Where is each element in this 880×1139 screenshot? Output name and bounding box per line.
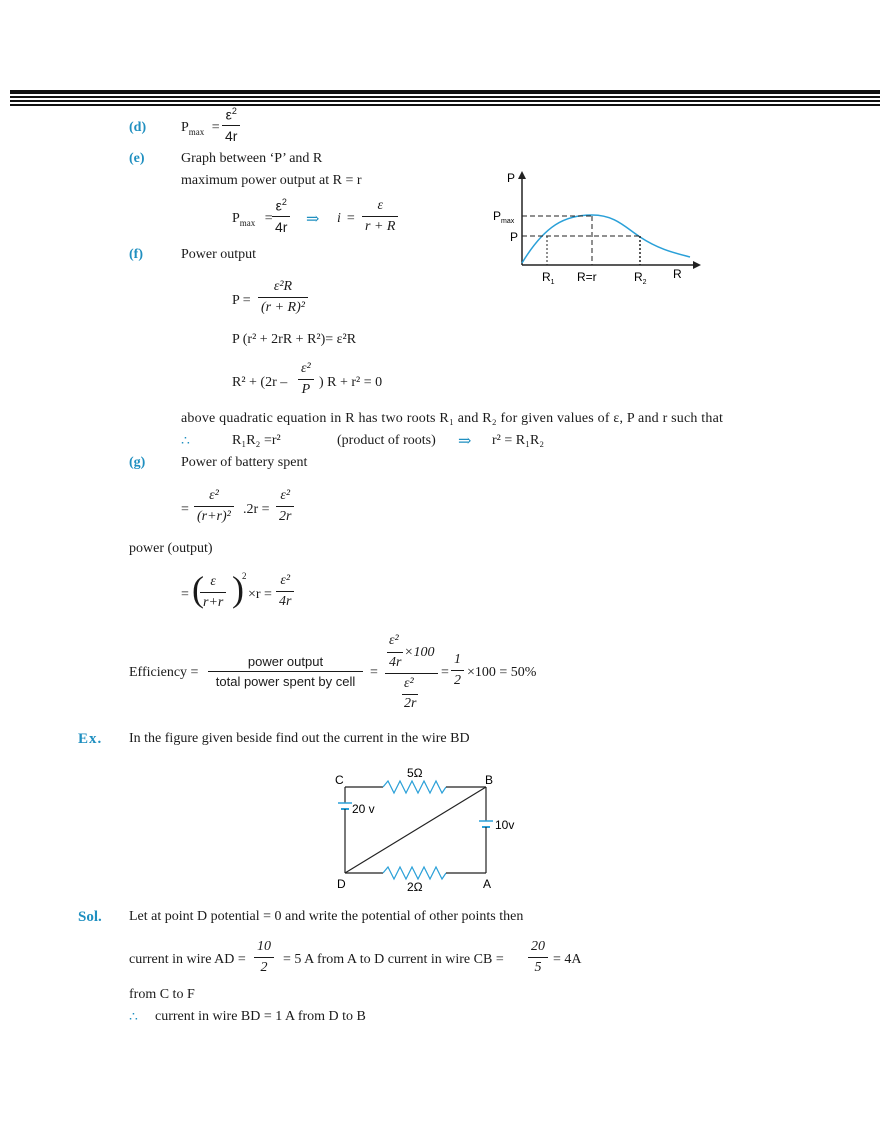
efficiency-result: ×100 = 50%	[467, 665, 537, 680]
battery-right-label: 10v	[495, 818, 514, 832]
power-output-label: power (output)	[129, 541, 213, 556]
part-f-roots: above quadratic equation in R has two ro…	[181, 411, 724, 426]
eff-inner-den-bar	[402, 694, 418, 695]
g-eq1: =	[181, 502, 189, 517]
part-f-title: Power output	[181, 247, 257, 262]
product-of-roots-a: R₁R₂ =r²	[232, 433, 281, 448]
solution-line2-c: = 4A	[553, 952, 582, 967]
g-fraction3: ε² 4r	[276, 573, 295, 610]
battery-left-label: 20 v	[352, 802, 375, 816]
part-d-label: (d)	[129, 120, 147, 135]
power-vs-resistance-graph: P R Pmax P R1 R=r R2	[493, 171, 701, 286]
solution-label: Sol.	[78, 909, 102, 925]
p-eq-f: P =	[232, 293, 251, 308]
implies-arrow-f: ⇒	[458, 433, 472, 450]
eff-times100: ×100	[404, 645, 435, 660]
header-rule-3	[10, 104, 880, 106]
therefore-f: ∴	[181, 434, 190, 449]
efficiency-eq2: =	[441, 665, 449, 680]
r-eq-r-tick-label: R=r	[577, 270, 597, 284]
g-right-paren: )	[232, 569, 244, 609]
node-b-label: B	[485, 773, 493, 787]
y-axis-arrow	[518, 171, 526, 179]
part-g-title: Power of battery spent	[181, 455, 308, 470]
efficiency-ratio: power output total power spent by cell	[208, 654, 363, 689]
efficiency-half: 1 2	[451, 652, 464, 689]
product-of-roots-b: (product of roots)	[337, 433, 436, 448]
node-d-label: D	[337, 877, 346, 891]
p-fraction-f: ε²R (r + R)²	[258, 279, 308, 316]
solution-line3: from C to F	[129, 987, 195, 1002]
pmax-d: Pmax =	[181, 120, 220, 137]
part-e-line1: Graph between ‘P’ and R	[181, 151, 323, 166]
resistor-bottom-label: 2Ω	[407, 880, 423, 894]
pmax-tick-label: Pmax	[493, 209, 515, 225]
resistor-top-label: 5Ω	[407, 766, 423, 780]
g-times-r: ×r =	[248, 587, 272, 602]
r1-tick-label: R1	[542, 270, 555, 286]
example-text: In the figure given beside find out the …	[129, 731, 470, 746]
header-rule-2	[10, 100, 880, 102]
y-axis-label: P	[507, 171, 515, 185]
current-i: i=	[337, 211, 355, 226]
header-rule-thick	[10, 90, 880, 94]
pmax-e: Pmax =	[232, 211, 273, 228]
node-c-label: C	[335, 773, 344, 787]
circuit-diagram: C B D A 5Ω 2Ω 20 v 10v	[335, 766, 514, 894]
header-rule-1	[10, 96, 880, 98]
part-f-line3-b: ) R + r² = 0	[319, 375, 383, 390]
eff-inner-num-bar	[387, 652, 403, 653]
part-g-label: (g)	[129, 455, 146, 470]
part-f-line3-a: R² + (2r –	[232, 375, 288, 390]
solution-line2-a: current in wire AD =	[129, 952, 246, 967]
efficiency-label: Efficiency =	[129, 665, 199, 680]
therefore-sol: ∴	[129, 1010, 138, 1025]
eff-inner-den-top: ε²	[404, 676, 414, 691]
eff-inner-den-bot: 2r	[404, 696, 417, 711]
pmax-e-fraction: ε2 4r	[272, 197, 291, 235]
g-paren-exponent: 2	[242, 571, 247, 581]
efficiency-eq1: =	[370, 665, 378, 680]
p-tick-label: P	[510, 230, 518, 244]
product-of-roots-c: r² = R₁R₂	[492, 433, 545, 448]
x-axis-label: R	[673, 267, 682, 281]
solution-line4: current in wire BD = 1 A from D to B	[155, 1009, 366, 1024]
part-e-line2: maximum power output at R = r	[181, 173, 362, 188]
solution-fraction1: 10 2	[254, 939, 274, 976]
eff-main-bar	[385, 673, 438, 674]
resistor-5-ohm	[382, 779, 447, 795]
resistor-2-ohm	[382, 865, 447, 881]
eff-inner-num-top: ε²	[389, 633, 399, 648]
solution-fraction2: 20 5	[528, 939, 548, 976]
solution-line1: Let at point D potential = 0 and write t…	[129, 909, 524, 924]
power-curve	[521, 214, 691, 264]
example-label: Ex.	[78, 731, 103, 747]
g-paren-fraction: ε r+r	[200, 574, 227, 611]
g-left-paren: (	[192, 569, 204, 609]
current-fraction: ε r + R	[362, 198, 399, 235]
eff-inner-num-bot: 4r	[389, 655, 402, 670]
r2-tick-label: R2	[634, 270, 647, 286]
wire-bd	[344, 786, 487, 874]
g-eq2: =	[181, 587, 189, 602]
implies-arrow-e: ⇒	[306, 211, 320, 228]
part-e-label: (e)	[129, 151, 145, 166]
part-f-line3-fraction: ε² P	[298, 361, 314, 398]
g-fraction1: ε² (r+r)²	[194, 488, 234, 525]
part-f-line2: P (r² + 2rR + R²)= ε²R	[232, 332, 357, 347]
part-f-label: (f)	[129, 247, 143, 262]
g-mid: .2r =	[243, 502, 270, 517]
pmax-d-fraction: ε2 4r	[222, 106, 241, 144]
g-fraction2: ε² 2r	[276, 488, 295, 525]
node-a-label: A	[483, 877, 491, 891]
solution-line2-b: = 5 A from A to D current in wire CB =	[283, 952, 504, 967]
x-axis-arrow	[693, 261, 701, 269]
